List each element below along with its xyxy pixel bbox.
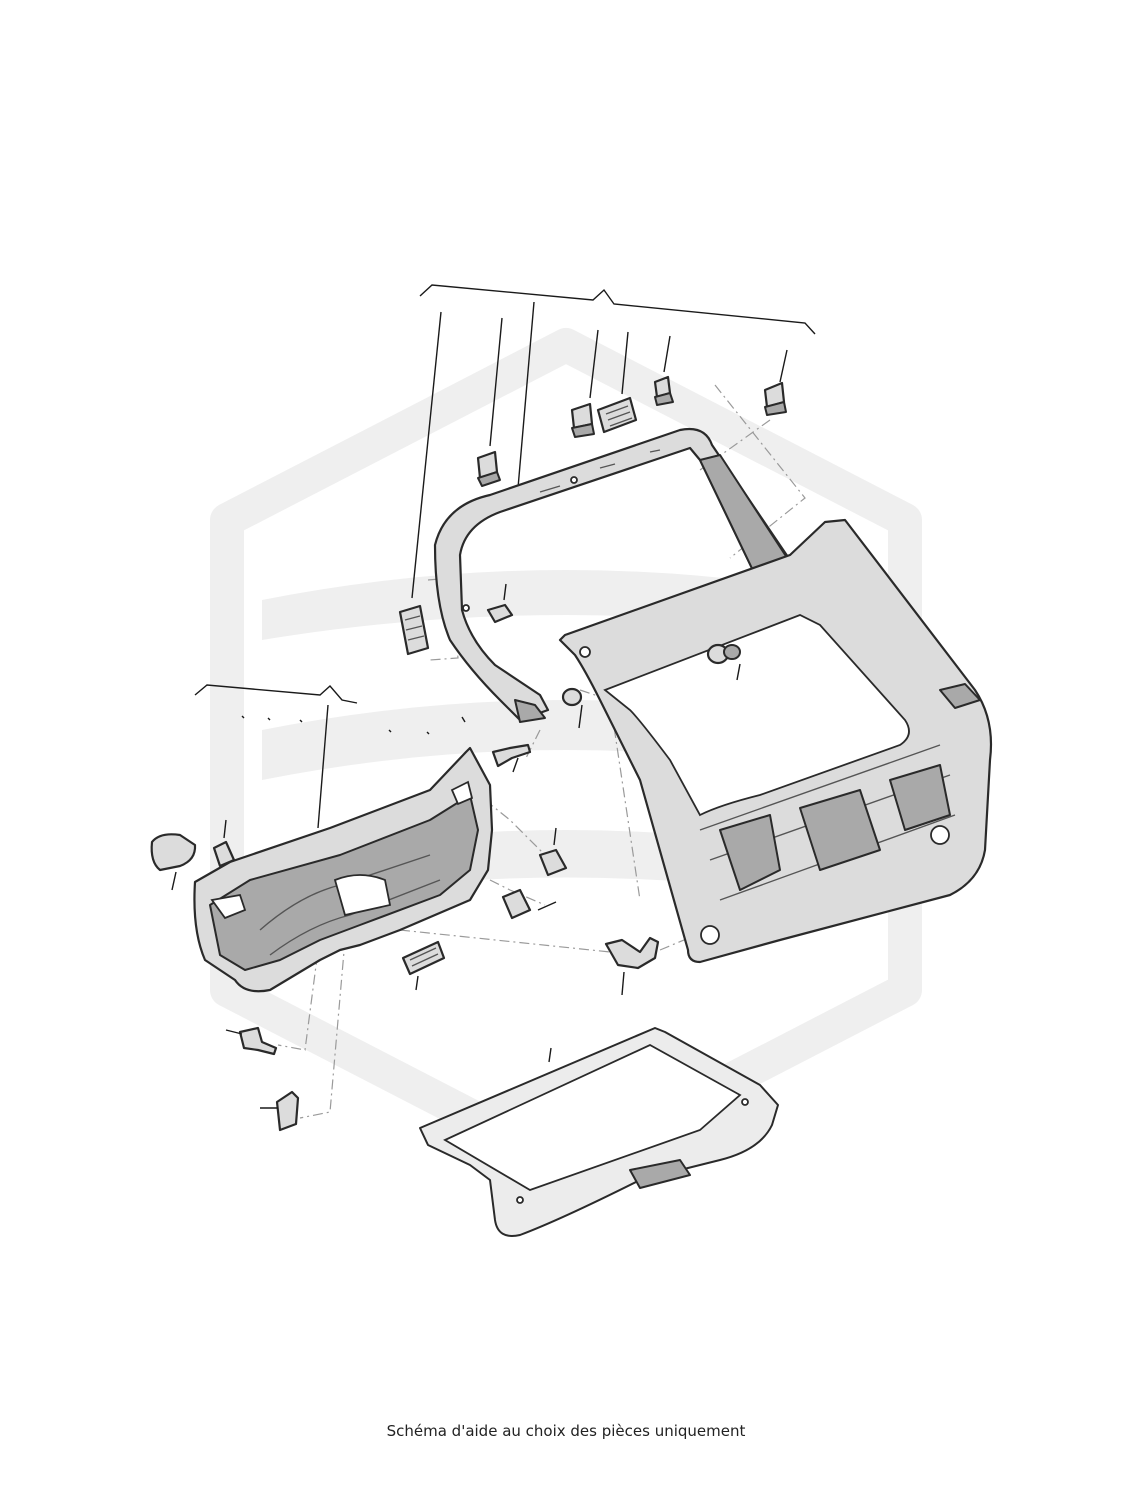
grommet-1 [561, 687, 583, 707]
top-group-bracket [411, 284, 816, 599]
vent-grille-left [398, 604, 430, 656]
clip-7 [501, 888, 532, 920]
screw-2 [491, 743, 532, 768]
vent-grille-top [596, 396, 638, 434]
diagram-caption: Schéma d'aide au choix des pièces unique… [386, 1422, 746, 1440]
clip-5 [212, 840, 236, 868]
inner-trim-panel [193, 746, 494, 993]
vent-grille-bottom [401, 940, 446, 976]
screw-3 [238, 1026, 278, 1056]
hinge-bracket [604, 936, 660, 970]
clip-parts [150, 375, 787, 1132]
tailgate-shell [558, 518, 993, 964]
clip-6 [538, 848, 568, 877]
lower-trim-panel [419, 1027, 779, 1237]
left-group-bracket [194, 684, 466, 829]
screw-1 [486, 603, 514, 624]
cover-cap [150, 833, 197, 872]
small-cover [275, 1090, 300, 1132]
